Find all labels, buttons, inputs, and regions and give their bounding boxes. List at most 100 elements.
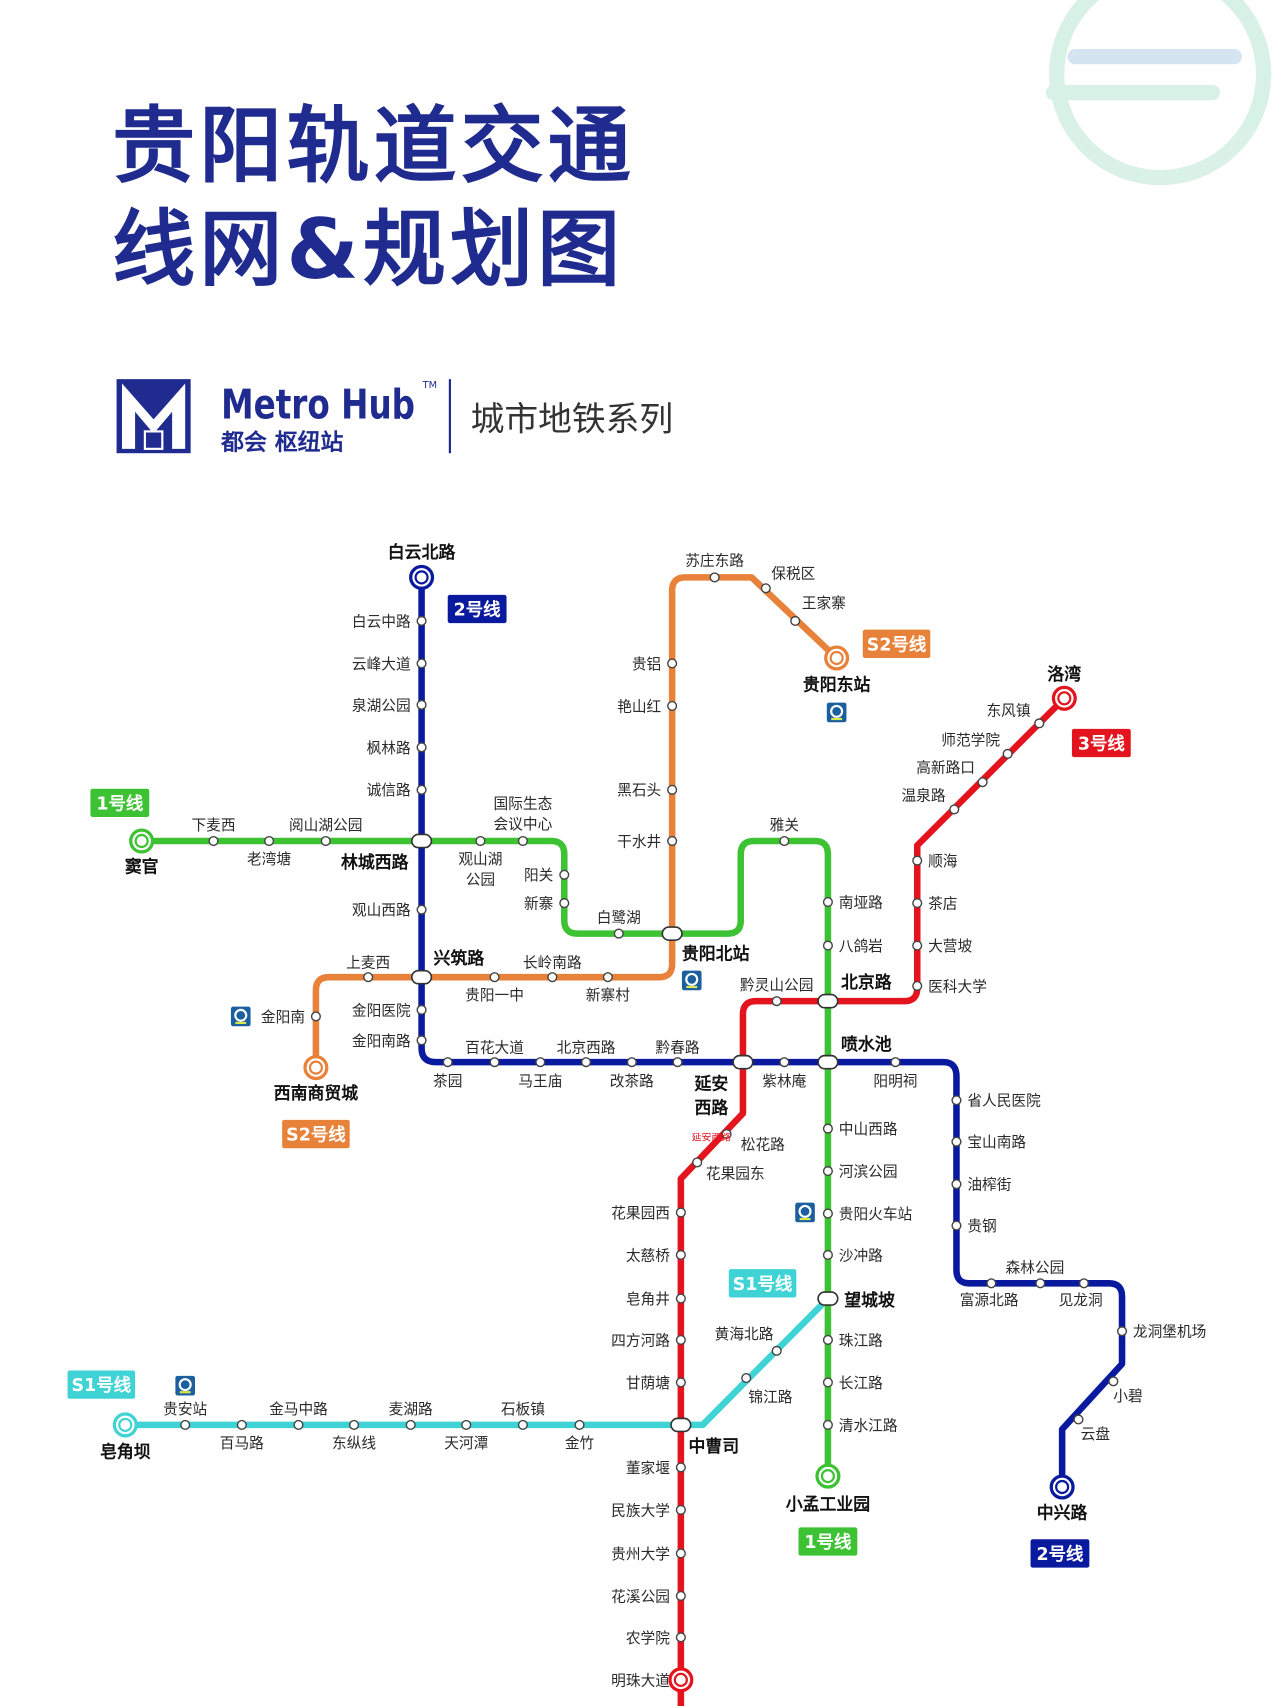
station-marker[interactable] [672, 1057, 683, 1068]
station-marker[interactable] [667, 700, 678, 712]
station-label[interactable]: 新寨 [524, 895, 554, 913]
station-label[interactable]: 宝山南路 [967, 1134, 1026, 1151]
station-label[interactable]: 老湾塘 [247, 851, 291, 868]
station-label[interactable]: 高新路口 [916, 759, 975, 776]
station-label[interactable]: 中兴路 [1037, 1503, 1088, 1523]
station-label[interactable]: 黔灵山公园 [740, 977, 813, 994]
station-label[interactable]: 阅山湖公园 [289, 817, 362, 834]
station-label[interactable]: 金阳南 [261, 1009, 305, 1026]
station-label[interactable]: 保税区 [771, 565, 815, 582]
interchange-marker[interactable] [732, 1054, 754, 1070]
station-marker[interactable] [822, 940, 833, 951]
station-marker[interactable] [790, 615, 801, 627]
station-label[interactable]: 天河潭 [444, 1435, 488, 1452]
station-label[interactable]: 紫林庵 [762, 1073, 806, 1090]
station-label[interactable]: 森林公园 [1006, 1259, 1065, 1276]
station-label[interactable]: 白云北路 [388, 542, 456, 562]
interchange-marker[interactable] [817, 1291, 839, 1306]
station-marker[interactable] [949, 804, 960, 815]
station-marker[interactable] [675, 1504, 686, 1515]
station-marker[interactable] [535, 1057, 546, 1068]
station-marker[interactable] [1108, 1376, 1119, 1387]
line-badge-line2[interactable]: 2号线 [1030, 1539, 1090, 1568]
station-marker[interactable] [912, 980, 923, 991]
station-label[interactable]: 见龙洞 [1059, 1292, 1103, 1309]
station-label[interactable]: 观山湖公园 [458, 850, 503, 889]
station-marker[interactable] [626, 1057, 637, 1068]
station-label[interactable]: 皂角坝 [100, 1442, 151, 1462]
station-label[interactable]: 茶园 [433, 1073, 462, 1090]
station-marker[interactable] [405, 1419, 416, 1430]
station-marker[interactable] [822, 896, 833, 908]
station-marker[interactable] [822, 1123, 833, 1134]
station-marker[interactable] [771, 996, 782, 1007]
station-marker[interactable] [517, 835, 528, 847]
station-label[interactable]: 董家堰 [626, 1460, 670, 1477]
station-label[interactable]: 改茶路 [610, 1073, 654, 1090]
station-marker[interactable] [779, 1057, 790, 1068]
station-marker[interactable] [951, 1179, 962, 1190]
line-badge-line2[interactable]: 2号线 [447, 594, 507, 624]
line-badge-line1[interactable]: 1号线 [798, 1527, 858, 1556]
station-marker[interactable] [771, 1345, 782, 1356]
station-marker[interactable] [951, 1136, 962, 1147]
station-marker[interactable] [675, 1590, 686, 1602]
station-label[interactable]: 茶店 [928, 896, 957, 913]
station-label[interactable]: 贵铝 [632, 656, 661, 673]
station-label[interactable]: 沙冲路 [839, 1247, 883, 1264]
station-marker[interactable] [675, 1548, 686, 1559]
line-badge-s2[interactable]: S2号线 [282, 1119, 350, 1149]
station-label[interactable]: 温泉路 [901, 788, 945, 805]
station-label[interactable]: 马王庙 [518, 1073, 562, 1090]
station-marker[interactable] [667, 784, 678, 795]
station-marker[interactable] [310, 1011, 321, 1022]
station-label[interactable]: 窦官 [125, 857, 159, 877]
station-label[interactable]: 南垭路 [839, 894, 883, 911]
station-marker[interactable] [675, 1632, 686, 1643]
station-label[interactable]: 农学院 [626, 1629, 670, 1647]
station-label[interactable]: 清水江路 [839, 1417, 898, 1434]
station-marker[interactable] [348, 1419, 360, 1430]
station-marker[interactable] [581, 1057, 592, 1068]
station-label[interactable]: 贵州大学 [611, 1546, 670, 1563]
station-label[interactable]: 金竹 [565, 1435, 595, 1452]
station-label[interactable]: 下麦西 [191, 817, 235, 834]
station-marker[interactable] [667, 658, 678, 669]
station-label[interactable]: 锦江路 [748, 1389, 792, 1406]
station-label[interactable]: 八鸽岩 [839, 938, 883, 955]
station-marker[interactable] [208, 835, 219, 847]
station-label[interactable]: 洛湾 [1047, 664, 1081, 684]
station-label[interactable]: 顺海 [928, 853, 958, 870]
station-label[interactable]: 太慈桥 [626, 1247, 670, 1264]
station-label[interactable]: 医科大学 [928, 978, 987, 995]
station-label[interactable]: 贵阳一中 [465, 987, 524, 1004]
station-label[interactable]: 云盘 [1081, 1425, 1111, 1443]
station-label[interactable]: 大营坡 [928, 938, 972, 955]
station-label[interactable]: 东纵线 [332, 1435, 376, 1452]
station-label[interactable]: 珠江路 [839, 1332, 883, 1349]
station-label[interactable]: 雅关 [770, 817, 800, 834]
station-marker[interactable] [559, 898, 570, 909]
station-marker[interactable] [547, 972, 558, 983]
station-marker[interactable] [667, 835, 678, 847]
station-label[interactable]: 金阳医院 [352, 1001, 411, 1019]
station-label[interactable]: 贵钢 [967, 1218, 996, 1235]
station-marker[interactable] [675, 1249, 686, 1261]
station-marker[interactable] [760, 583, 771, 594]
station-marker[interactable] [574, 1419, 585, 1430]
line-badge-line1[interactable]: 1号线 [90, 788, 150, 818]
station-label[interactable]: 省人民医院 [967, 1092, 1041, 1110]
interchange-marker[interactable] [670, 1417, 692, 1433]
station-label[interactable]: 花溪公园 [611, 1588, 670, 1605]
station-label[interactable]: 河滨公园 [839, 1164, 898, 1181]
station-label[interactable]: 贵阳北站 [682, 944, 750, 964]
station-label[interactable]: 黔春路 [656, 1039, 700, 1056]
station-label[interactable]: 云峰大道 [352, 656, 411, 673]
station-label[interactable]: 小孟工业园 [786, 1494, 870, 1514]
station-marker[interactable] [912, 940, 923, 951]
station-marker[interactable] [692, 1157, 703, 1168]
station-marker[interactable] [416, 615, 427, 627]
station-marker[interactable] [489, 1057, 500, 1068]
station-label[interactable]: 延安西路 [694, 1073, 729, 1118]
station-label[interactable]: 苏庄东路 [685, 551, 744, 569]
